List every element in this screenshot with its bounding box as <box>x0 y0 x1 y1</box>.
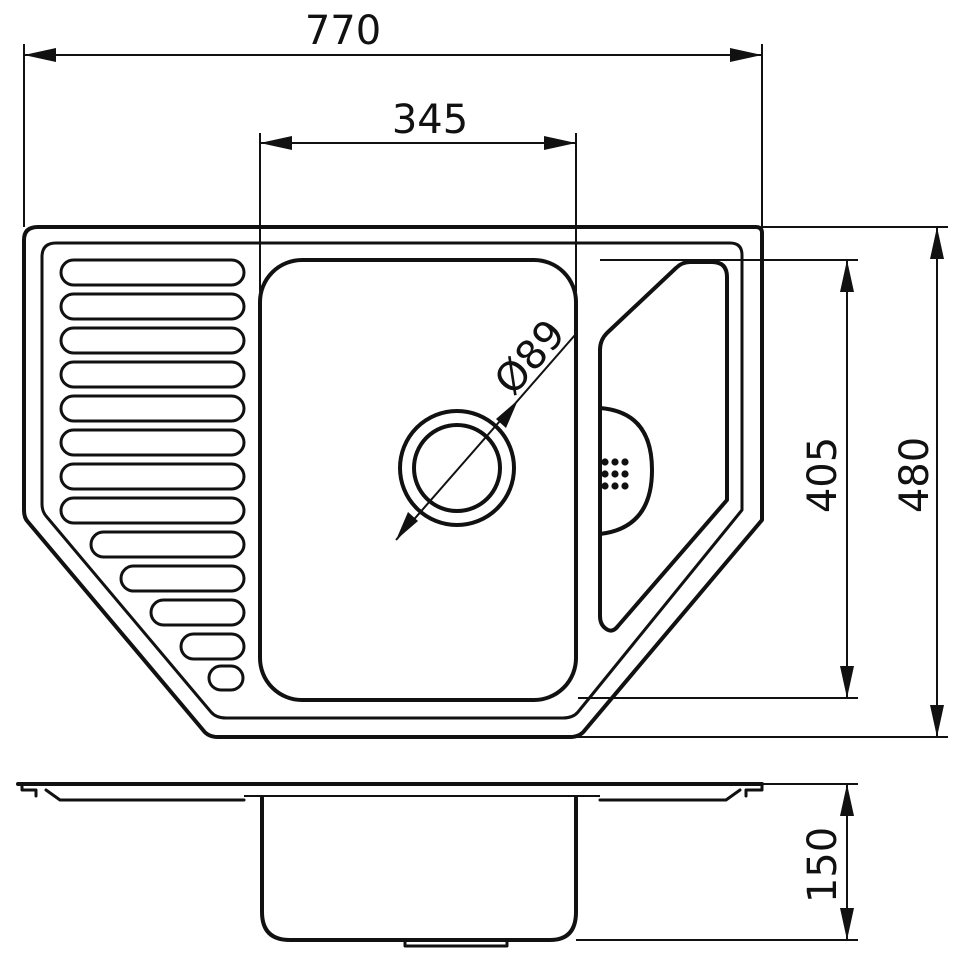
arrowhead <box>260 136 292 150</box>
dimension-label: 405 <box>800 437 846 513</box>
overflow-outline <box>598 406 654 536</box>
corner-bowl <box>598 260 729 633</box>
drainer-grooves <box>59 258 246 692</box>
dimension-label: 345 <box>392 97 468 143</box>
drainer-groove <box>59 258 246 287</box>
drainer-groove <box>149 598 246 627</box>
corner-bowl-underside <box>598 788 742 802</box>
arrowhead <box>930 705 944 737</box>
main-bowl <box>258 258 578 702</box>
drainer-groove <box>59 462 246 491</box>
dimension-bowl-width: 345 <box>259 97 577 292</box>
drainer-groove <box>59 292 246 321</box>
drainer-groove <box>59 496 246 525</box>
deck-right-edge <box>744 782 764 798</box>
sink-side-view <box>16 782 764 948</box>
bowl-side-profile <box>260 796 578 942</box>
overflow-slot <box>601 470 609 478</box>
overflow-slot <box>611 458 619 466</box>
sink-inner-rim <box>40 241 744 720</box>
overflow-slot <box>601 458 609 466</box>
sink-top-view <box>22 225 764 739</box>
arrowhead <box>544 136 576 150</box>
arrowhead <box>840 784 854 816</box>
dimension-label: 150 <box>800 827 846 903</box>
drainer-underside <box>44 788 246 802</box>
drain-inner-ring <box>412 423 502 513</box>
drainer-groove <box>179 632 246 661</box>
drainer-groove <box>207 664 245 692</box>
overflow-slot <box>611 482 619 490</box>
dimension-label: 480 <box>892 437 938 513</box>
drain-outer-ring <box>398 409 516 527</box>
drainer-groove <box>59 428 246 457</box>
overflow-slots <box>601 458 629 490</box>
arrowhead <box>840 260 854 292</box>
dimension-overall-width: 770 <box>23 8 763 227</box>
overflow-slot <box>601 482 609 490</box>
dimension-bowl-length: 405 <box>578 259 858 699</box>
drainer-groove <box>59 360 246 389</box>
drainer-groove <box>89 530 246 559</box>
drain-outlet <box>403 938 509 948</box>
dimension-overall-depth: 480 <box>570 226 948 738</box>
dimension-line <box>395 334 576 541</box>
dimension-label: 770 <box>305 8 381 54</box>
dimension-label: Ø89 <box>486 311 575 403</box>
arrowhead <box>730 48 762 62</box>
overflow-slot <box>621 470 629 478</box>
overflow-slot <box>621 458 629 466</box>
drainer-groove <box>119 564 246 593</box>
arrowhead <box>840 666 854 698</box>
arrowhead <box>930 227 944 259</box>
drainer-groove <box>59 394 246 423</box>
arrowhead <box>840 908 854 940</box>
overflow-slot <box>621 482 629 490</box>
sink-outer-outline <box>22 225 764 739</box>
arrowhead <box>396 512 418 540</box>
deck-left-edge <box>20 782 38 798</box>
arrowhead <box>496 400 518 428</box>
overflow-slot <box>611 470 619 478</box>
arrowhead <box>24 48 56 62</box>
drainer-groove <box>59 326 246 355</box>
dimension-bowl-depth: 150 <box>576 783 858 941</box>
dimension-drain-diameter: Ø89 <box>395 311 576 541</box>
